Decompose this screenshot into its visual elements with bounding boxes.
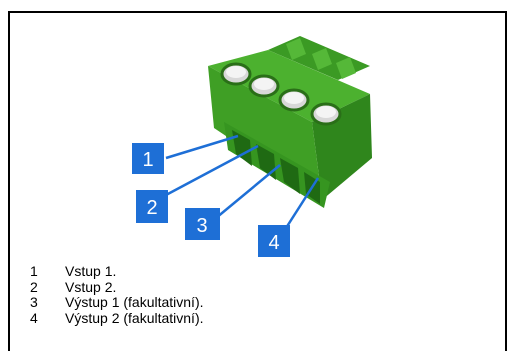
screw-4	[310, 102, 342, 126]
callout-4: 4	[258, 225, 290, 257]
legend-item-text: Vstup 1.	[65, 263, 117, 279]
callout-2-label: 2	[146, 197, 157, 219]
callout-1: 1	[132, 143, 164, 174]
callout-3: 3	[185, 208, 220, 240]
legend-item: 1 Vstup 1.	[30, 263, 204, 280]
legend-item-number: 3	[30, 294, 38, 310]
callout-2: 2	[136, 190, 168, 223]
legend-item-text: Vstup 2.	[65, 278, 117, 295]
leader-line-2	[165, 144, 259, 197]
leader-line-4	[284, 177, 320, 229]
callout-1-label: 1	[142, 149, 153, 171]
figure-frame	[8, 11, 507, 351]
screw-2	[248, 74, 280, 98]
legend-item-text: Výstup 2 (fakultativní).	[65, 309, 204, 326]
legend-item-number: 2	[30, 278, 38, 295]
leader-line-1	[165, 134, 239, 160]
legend-item: 3 Výstup 1 (fakultativní).	[30, 294, 204, 311]
legend-item-number: 1	[30, 263, 38, 279]
callout-4-label: 4	[268, 232, 279, 254]
legend-list: 1 Vstup 1. 2 Vstup 2. 3 Výstup 1 (fakult…	[30, 263, 204, 327]
callout-3-label: 3	[196, 215, 207, 237]
screw-3	[278, 88, 310, 112]
leader-line-3	[215, 164, 281, 219]
legend-item: 2 Vstup 2.	[30, 278, 204, 296]
legend-item-text: Výstup 1 (fakultativní).	[65, 294, 204, 310]
legend-item-number: 4	[30, 309, 38, 326]
legend-item: 4 Výstup 2 (fakultativní).	[30, 309, 204, 327]
terminal-block-connector	[208, 36, 372, 208]
screw-1	[220, 62, 252, 86]
